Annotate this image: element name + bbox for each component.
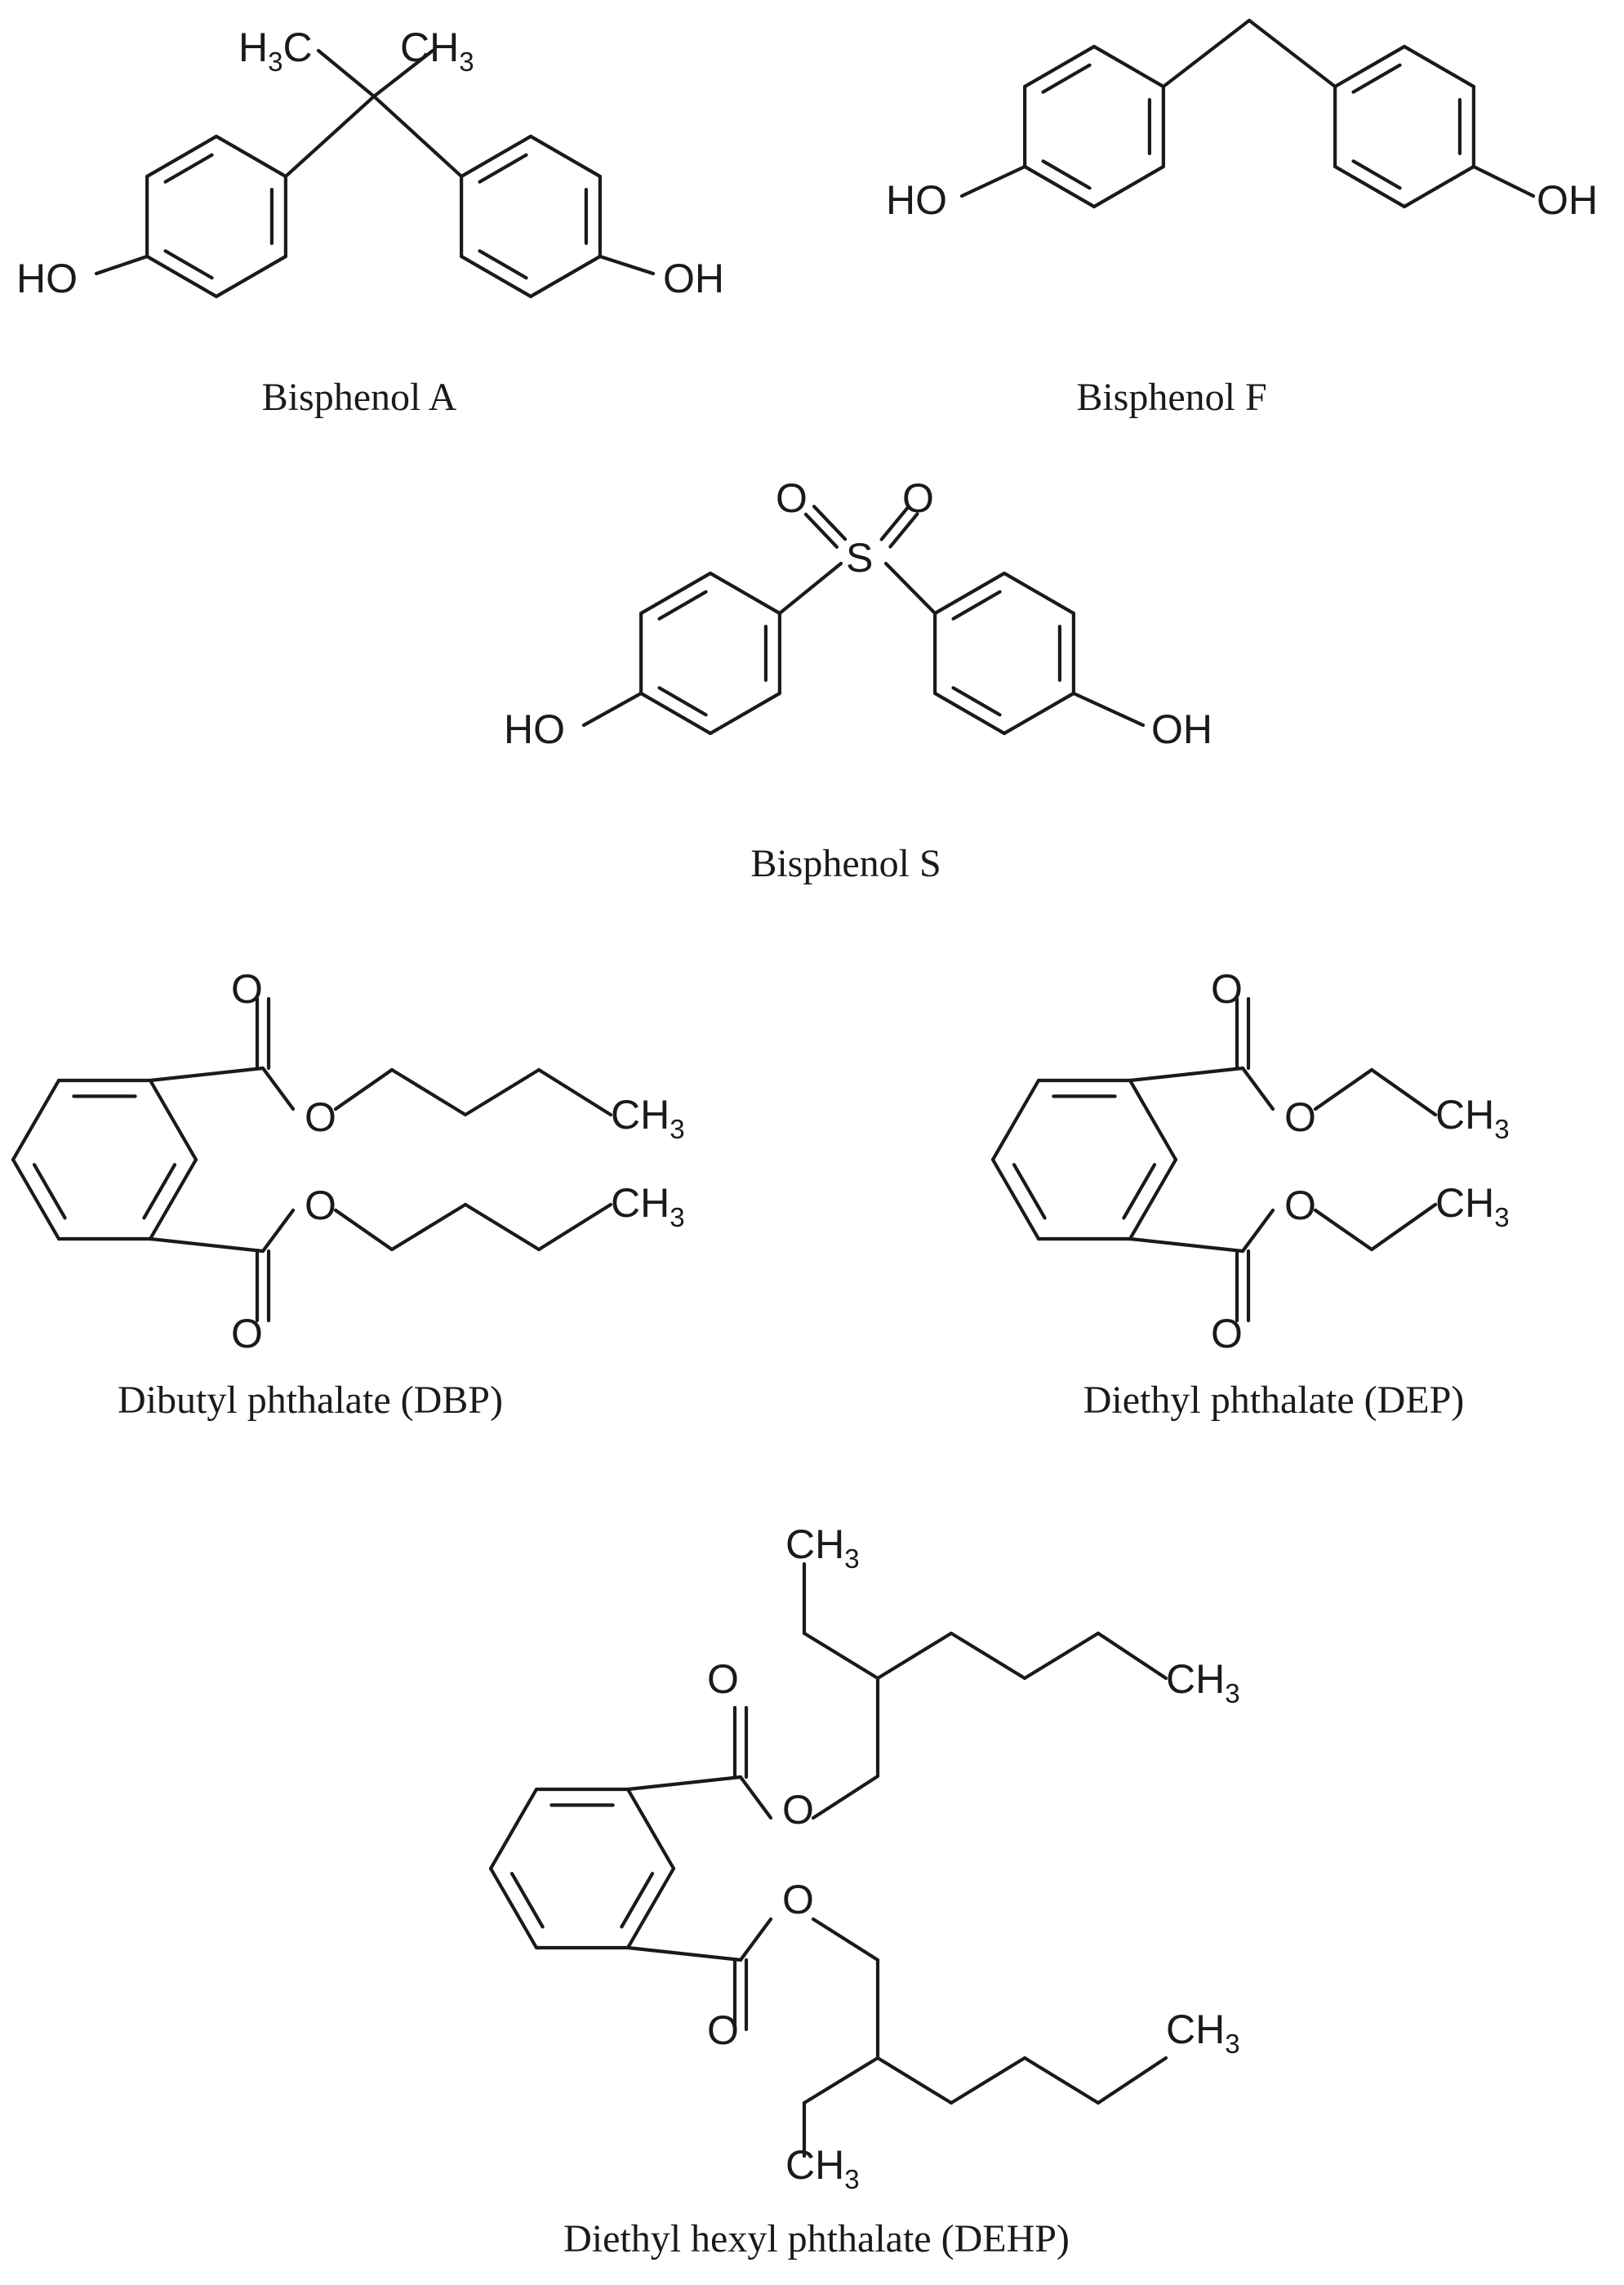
ester-oxygen-label: O <box>1284 1094 1316 1140</box>
hydroxyl-group-label: OH <box>1537 177 1598 223</box>
compound-caption: Bisphenol F <box>1076 376 1266 419</box>
ester-oxygen-label: O <box>305 1094 336 1140</box>
methyl-group-label: CH3 <box>1435 1180 1510 1232</box>
ester-oxygen-label: O <box>782 1787 814 1833</box>
carbonyl-oxygen-label: O <box>231 1311 263 1356</box>
hydroxyl-group-label: HO <box>16 256 78 301</box>
bisphenol-f-structure: HO OH Bisphenol F <box>886 177 1598 419</box>
carbonyl-oxygen-label: O <box>707 1656 739 1702</box>
hydroxyl-group-label: HO <box>886 177 947 223</box>
hydroxyl-group-label: OH <box>1151 706 1212 752</box>
oxygen-atom-label: O <box>902 475 934 521</box>
oxygen-atom-label: O <box>776 475 808 521</box>
compound-caption: Diethyl phthalate (DEP) <box>1083 1379 1465 1422</box>
ester-oxygen-label: O <box>1284 1183 1316 1228</box>
diethyl-phthalate-structure: O O O O CH3 CH3 Diethyl phthalate (DEP) <box>1083 966 1510 1422</box>
hydroxyl-group-label: OH <box>663 256 724 301</box>
hydroxyl-group-label: HO <box>504 706 565 752</box>
methyl-group-label: CH3 <box>1166 2007 1240 2059</box>
bisphenol-s-structure: S O O HO OH Bisphenol S <box>504 475 1212 885</box>
ester-oxygen-label: O <box>782 1877 814 1922</box>
compound-caption: Bisphenol S <box>750 842 941 885</box>
carbonyl-oxygen-label: O <box>231 966 263 1012</box>
compound-caption: Dibutyl phthalate (DBP) <box>118 1379 503 1422</box>
ester-oxygen-label: O <box>305 1183 336 1228</box>
carbonyl-oxygen-label: O <box>707 2007 739 2053</box>
bond-lines <box>11 18 1536 2158</box>
compound-caption: Diethyl hexyl phthalate (DEHP) <box>563 2217 1070 2261</box>
methyl-group-label: CH3 <box>1166 1656 1240 1708</box>
diethyl-hexyl-phthalate-structure: CH3 CH3 O O O O CH3 CH3 Diethyl hexyl ph… <box>563 1521 1240 2261</box>
compound-caption: Bisphenol A <box>262 376 457 419</box>
carbonyl-oxygen-label: O <box>1211 1311 1243 1356</box>
carbonyl-oxygen-label: O <box>1211 966 1243 1012</box>
sulfur-atom-label: S <box>846 535 873 581</box>
